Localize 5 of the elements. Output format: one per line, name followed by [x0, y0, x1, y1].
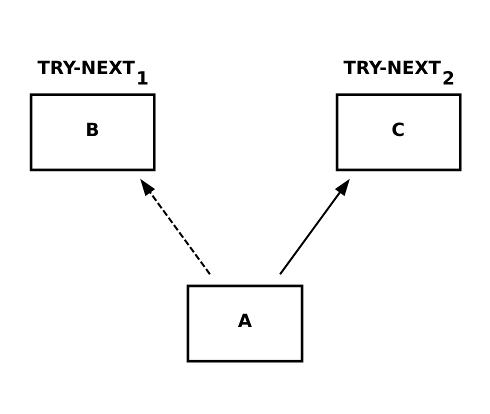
node-box: B [30, 92, 156, 171]
arrow [279, 178, 350, 274]
node-box: C [336, 92, 462, 171]
arrow [140, 178, 211, 274]
node-box: A [186, 284, 304, 362]
